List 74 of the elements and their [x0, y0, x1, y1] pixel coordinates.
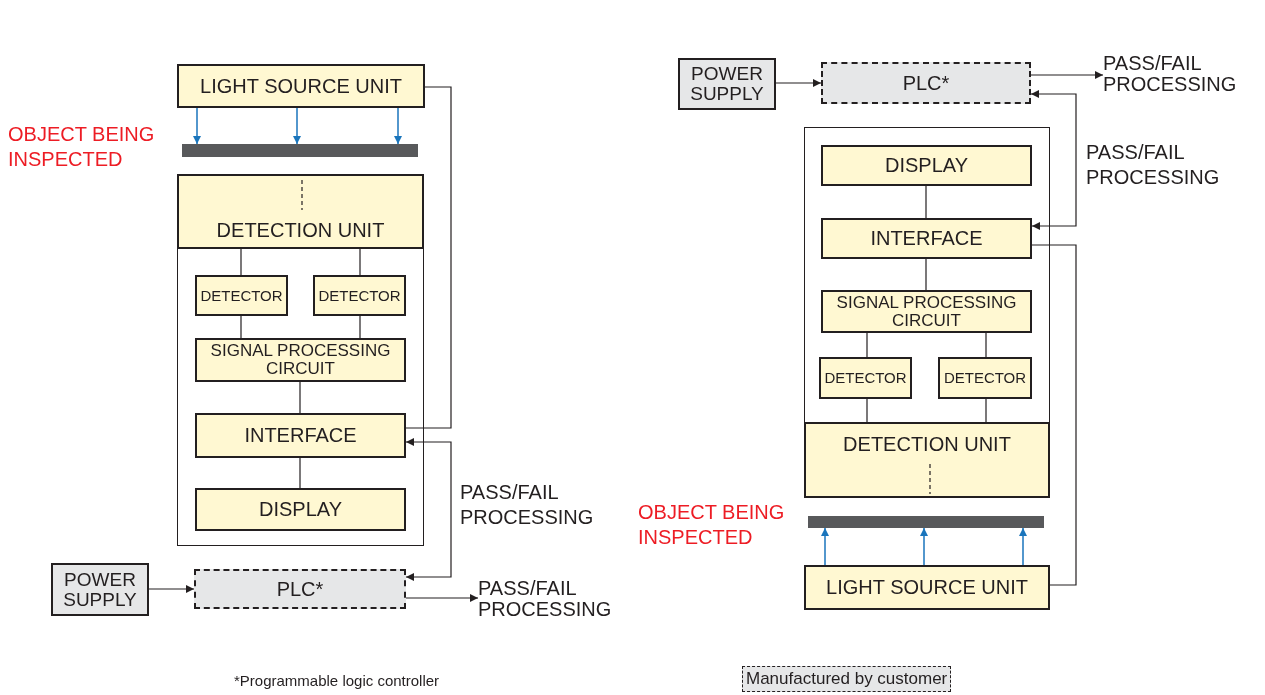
unit-box — [177, 64, 425, 108]
unit-box — [177, 174, 424, 249]
connector-line — [299, 381, 301, 414]
arrow — [1019, 527, 1027, 566]
box-label: DISPLAY — [885, 155, 968, 176]
box-label: DETECTOR — [318, 287, 401, 304]
arrow — [1030, 90, 1077, 230]
box-label: DETECTOR — [943, 370, 1027, 386]
controller-box — [194, 569, 406, 609]
legend-label: Manufactured by customer — [746, 669, 948, 688]
object-label: OBJECT BEING INSPECTED — [8, 122, 156, 172]
detector-box — [195, 275, 288, 316]
box-label: PASS/FAIL PROCESSING — [1103, 53, 1238, 95]
box-label: DETECTION UNIT — [216, 220, 385, 241]
enclosure-frame — [804, 127, 1050, 498]
box-label: DETECTOR — [824, 370, 907, 386]
box-label: SIGNAL PROCESSING CIRCUIT — [835, 293, 1018, 330]
box-label: PLC* — [902, 72, 950, 94]
box-label: DETECTION UNIT — [843, 434, 1011, 455]
unit-box — [804, 565, 1050, 610]
object-label: OBJECT BEING INSPECTED — [638, 500, 786, 550]
box-label: INTERFACE — [244, 425, 357, 446]
connector-line — [1031, 244, 1077, 586]
unit-box — [804, 422, 1050, 498]
box-label: POWER SUPPLY — [62, 569, 138, 610]
box-label: DISPLAY — [259, 499, 342, 520]
connector-line — [405, 86, 452, 429]
supply-box — [51, 563, 149, 616]
box-label: PLC* — [276, 578, 324, 600]
box-label: PASS/FAIL PROCESSING — [478, 578, 613, 620]
arrow — [148, 585, 195, 593]
controller-box — [821, 62, 1031, 104]
connector-line — [866, 398, 868, 423]
interface-box — [195, 413, 406, 458]
detector-box — [313, 275, 406, 316]
footnote: *Programmable logic controller — [234, 672, 440, 689]
enclosure-frame — [177, 174, 424, 546]
process-box — [195, 338, 406, 382]
connector-line — [925, 185, 927, 219]
connector-line — [985, 332, 987, 358]
arrow — [775, 79, 822, 87]
arrow — [920, 527, 928, 566]
connector-line — [359, 315, 361, 339]
box-label: SIGNAL PROCESSING CIRCUIT — [209, 342, 392, 378]
arrow — [821, 527, 829, 566]
box-label: INTERFACE — [870, 228, 983, 249]
connector-line — [240, 315, 242, 339]
arrow — [193, 107, 201, 145]
box-label: LIGHT SOURCE UNIT — [826, 577, 1028, 598]
connector-line — [866, 332, 868, 358]
process-box — [821, 290, 1032, 333]
arrow — [405, 438, 452, 581]
detector-box — [819, 357, 912, 399]
detector-box — [938, 357, 1032, 399]
arrow — [405, 594, 479, 602]
display-box — [821, 145, 1032, 186]
connector-line — [985, 398, 987, 423]
interface-box — [821, 218, 1032, 259]
object-bar — [808, 516, 1044, 528]
display-box — [195, 488, 406, 531]
box-label: LIGHT SOURCE UNIT — [200, 75, 402, 97]
edge-label: PASS/FAIL PROCESSING — [460, 480, 595, 530]
arrow — [394, 107, 402, 145]
arrow — [293, 107, 301, 145]
connector-line — [240, 248, 242, 276]
box-label: DETECTOR — [200, 287, 283, 304]
arrow — [1030, 71, 1104, 79]
connector-line — [299, 457, 301, 489]
object-bar — [182, 144, 418, 157]
connector-line — [925, 258, 927, 291]
edge-label: PASS/FAIL PROCESSING — [1086, 140, 1221, 190]
box-label: POWER SUPPLY — [689, 64, 765, 104]
connector-line — [359, 248, 361, 276]
supply-box — [678, 58, 776, 110]
